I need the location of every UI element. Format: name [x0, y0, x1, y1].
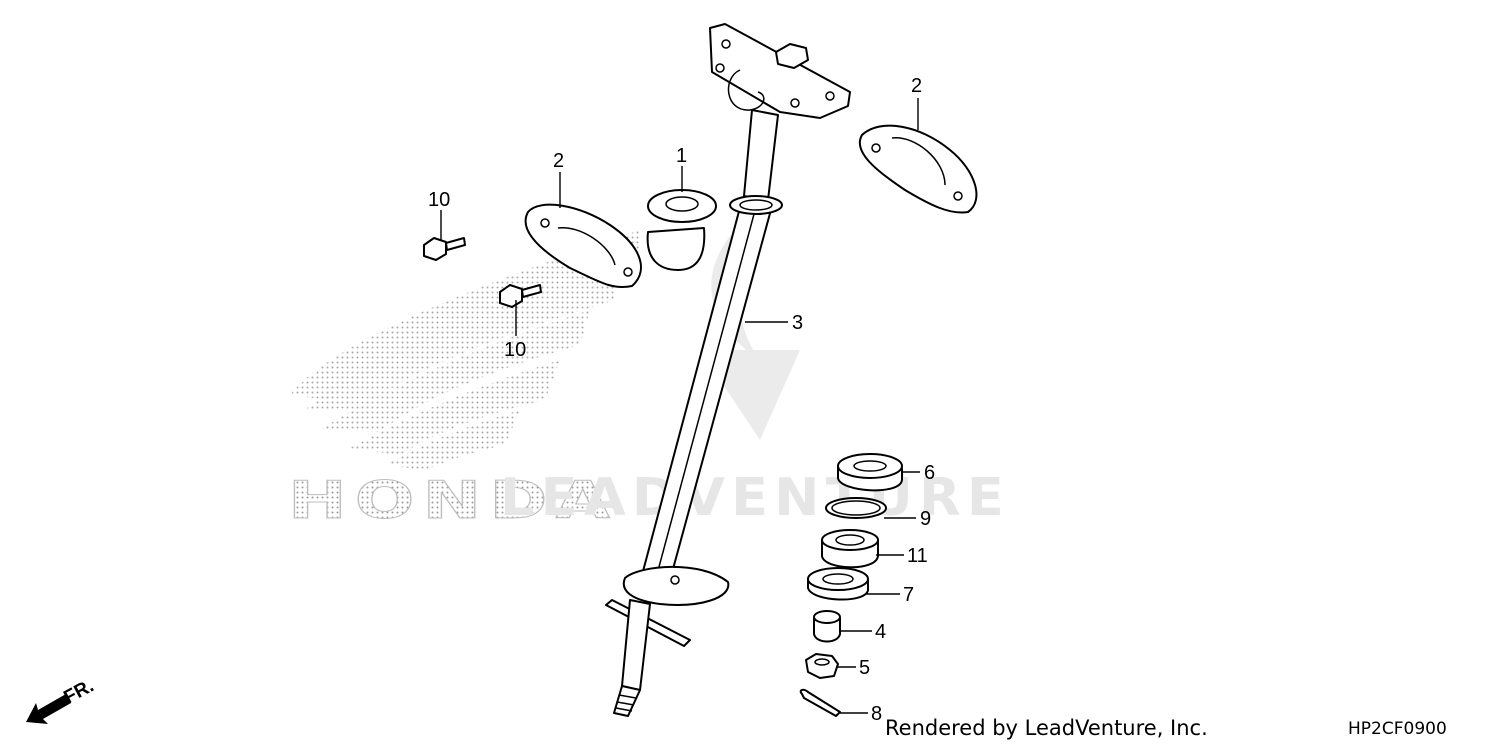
steering-shaft: [605, 23, 851, 717]
callout-10-lower: 10: [504, 339, 526, 361]
oil-seal: [837, 453, 903, 492]
callout-3: 3: [792, 312, 803, 334]
callout-2-left: 2: [553, 150, 564, 172]
leader-lines: [440, 98, 920, 714]
front-direction-arrow-icon: [26, 694, 71, 724]
callout-2-right: 2: [911, 75, 922, 97]
honda-watermark-text: HONDA: [288, 471, 618, 531]
callout-6: 6: [924, 462, 935, 484]
bearing: [821, 529, 879, 569]
callout-11: 11: [907, 545, 928, 567]
callout-5: 5: [859, 657, 870, 679]
circlip: [825, 497, 887, 519]
callout-4: 4: [875, 621, 886, 643]
castle-nut: [805, 653, 839, 679]
cotter-pin: [799, 688, 841, 717]
callout-1: 1: [676, 145, 687, 167]
leadventure-watermark-text: LEADVENTURE: [500, 468, 1010, 528]
callout-7: 7: [903, 584, 914, 606]
callout-10-upper: 10: [428, 189, 450, 211]
collar: [813, 610, 841, 643]
shaft-holder-left: [524, 203, 642, 288]
bushing-grommet: [646, 189, 717, 271]
rendered-by-credit: Rendered by LeadVenture, Inc.: [885, 716, 1208, 740]
diagram-code: HP2CF0900: [1348, 719, 1447, 739]
flange-bolt-upper: [423, 237, 466, 261]
honda-wing-watermark: [290, 230, 640, 470]
shaft-holder-right: [859, 124, 978, 214]
callout-9: 9: [920, 508, 931, 530]
callout-8: 8: [871, 703, 882, 725]
dust-seal: [807, 567, 869, 601]
